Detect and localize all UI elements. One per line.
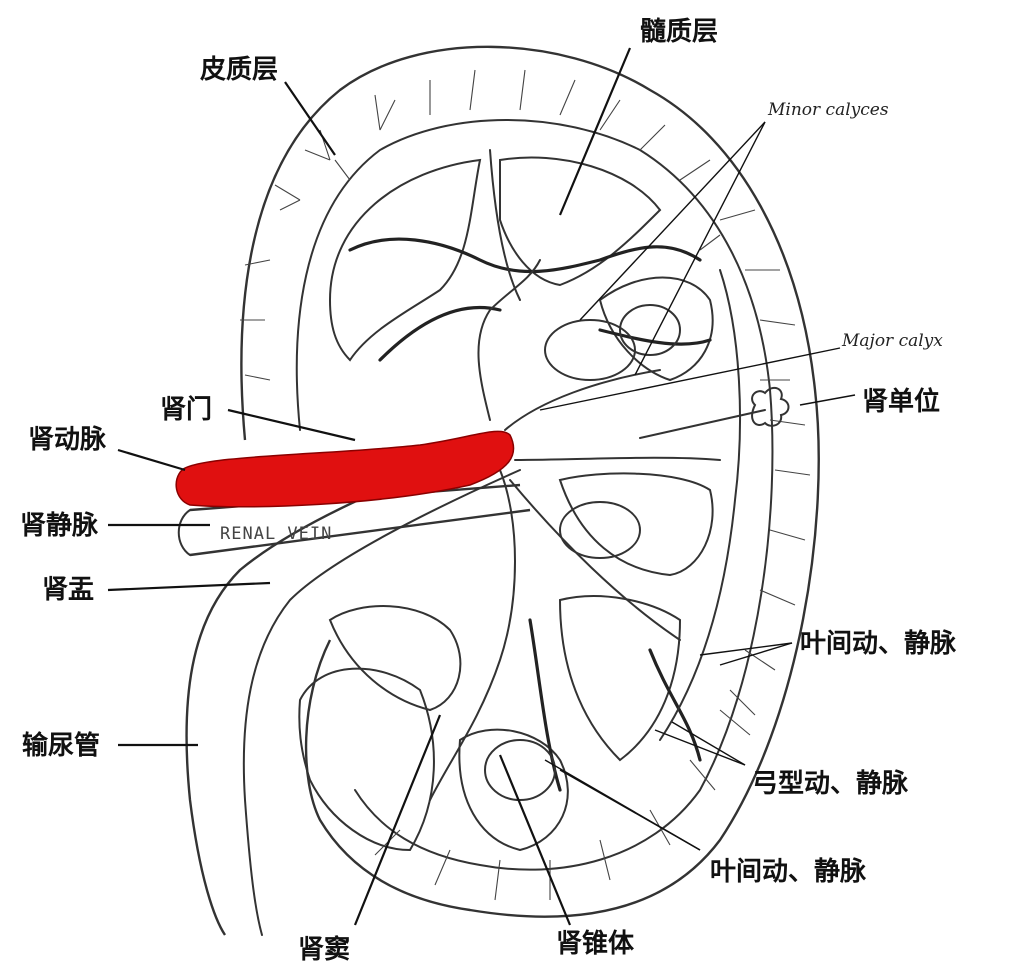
arcuate-vessel-1: [350, 239, 700, 271]
minor-calyces-leader-1: [580, 122, 765, 320]
label-medulla: 髓质层: [640, 17, 718, 47]
label-nephron: 肾单位: [862, 386, 940, 417]
label-hilum: 肾门: [160, 395, 212, 425]
interlobar-channel-6: [490, 150, 520, 300]
nephron-leader: [800, 395, 855, 405]
interlobar-channel-1: [430, 470, 515, 800]
interlobar-1-leader-2: [720, 643, 792, 665]
renal-vein-text: RENAL VEIN: [220, 524, 332, 544]
interlobar-channel-2: [510, 480, 680, 640]
label-major-calyx: Major calyx: [841, 331, 943, 351]
label-arcuate: 弓型动、静脉: [752, 768, 909, 799]
minor-calyx-2: [620, 305, 680, 355]
arcuate-vessel-2: [380, 307, 500, 360]
label-renal-pyramid: 肾锥体: [556, 929, 635, 959]
label-cortex: 皮质层: [200, 55, 278, 85]
arcuate-leader-1: [672, 722, 745, 765]
label-renal-vein: 肾静脉: [20, 510, 99, 541]
pyramid-upper-right: [600, 278, 713, 381]
renal-artery-leader: [118, 450, 185, 470]
interlobar-channel-5: [478, 260, 540, 420]
renal-sinus-leader: [355, 715, 440, 925]
renal-vein-cap: [179, 510, 190, 555]
pyramid-left-round: [330, 606, 460, 710]
minor-calyx-4: [485, 740, 555, 800]
arcuate-vessel-3: [530, 620, 560, 790]
renal-pyramid-leader: [500, 755, 570, 925]
label-renal-pelvis: 肾盂: [42, 575, 94, 605]
pyramid-upper-left: [330, 160, 480, 360]
label-interlobar-1: 叶间动、静脉: [800, 628, 957, 659]
label-minor-calyces: Minor calyces: [767, 100, 889, 120]
interlobar-channel-7: [660, 270, 740, 740]
label-renal-artery: 肾动脉: [28, 425, 107, 455]
nephron-glyph: [640, 388, 789, 438]
label-ureter: 输尿管: [22, 730, 100, 761]
interlobar-1-leader-1: [700, 643, 792, 655]
interlobar-2-leader-2: [545, 760, 700, 850]
hilum-leader: [228, 410, 355, 440]
minor-calyx-3: [560, 502, 640, 558]
minor-calyx-1: [545, 320, 635, 380]
medulla-leader: [560, 48, 630, 215]
pyramid-lower-left: [299, 669, 434, 850]
renal-pelvis-leader: [108, 583, 270, 590]
label-renal-sinus: 肾窦: [298, 934, 350, 965]
interlobar-channel-3: [515, 458, 720, 460]
label-interlobar-2: 叶间动、静脉: [710, 856, 867, 887]
